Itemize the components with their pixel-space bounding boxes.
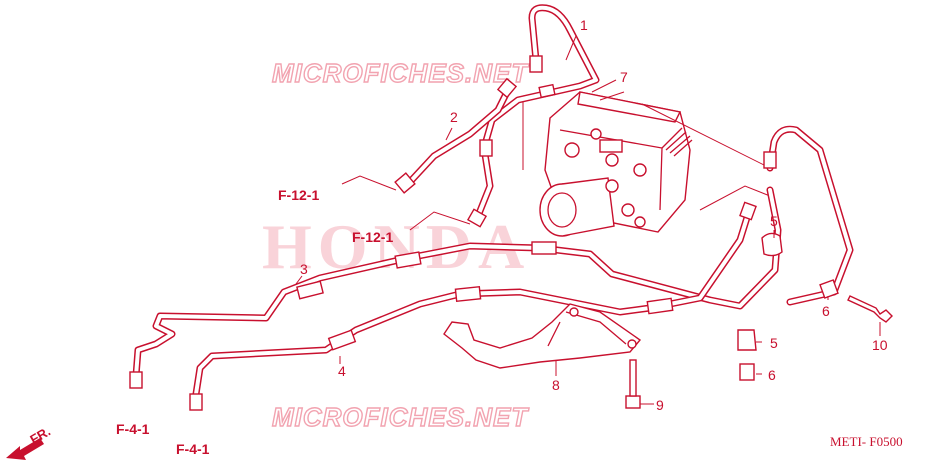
brake-pipe-1: [466, 4, 600, 228]
grommet-5-lower: [737, 329, 757, 351]
callout-7: 7: [620, 69, 628, 85]
callout-6-lower: 6: [768, 367, 776, 383]
front-direction-arrow: FR.: [6, 424, 53, 460]
collar-6-upper: [819, 279, 839, 299]
ref-f41-left: F-4-1: [116, 421, 150, 437]
watermark-top: MICROFICHES.NET: [272, 58, 529, 88]
collar-6-lower: [739, 363, 755, 381]
brake-pipe-2: [394, 77, 518, 194]
callout-6-upper: 6: [822, 303, 830, 319]
callout-4: 4: [338, 363, 346, 379]
callout-5-lower: 5: [770, 335, 778, 351]
brake-pipe-3: [129, 186, 782, 389]
ref-f41-right: F-4-1: [176, 441, 210, 457]
callout-3: 3: [300, 261, 308, 277]
watermark-bottom: MICROFICHES.NET: [272, 402, 529, 432]
bolt-9: [625, 359, 641, 409]
callout-8: 8: [552, 377, 560, 393]
brake-pipe-4: [189, 204, 754, 411]
bolt-10: [847, 295, 893, 323]
callout-1: 1: [580, 17, 588, 33]
ref-f12-upper: F-12-1: [278, 187, 319, 203]
diagram-code: METI- F0500: [830, 434, 903, 449]
abs-modulator-unit: [539, 91, 693, 237]
brake-pipe-right: [739, 125, 854, 306]
grommet-5-upper: [761, 232, 783, 257]
bracket-8: [443, 303, 642, 369]
callout-2: 2: [450, 109, 458, 125]
callout-10: 10: [872, 337, 888, 353]
callout-9: 9: [656, 397, 664, 413]
ref-f12-lower: F-12-1: [352, 229, 393, 245]
callout-5-upper: 5: [770, 213, 778, 229]
